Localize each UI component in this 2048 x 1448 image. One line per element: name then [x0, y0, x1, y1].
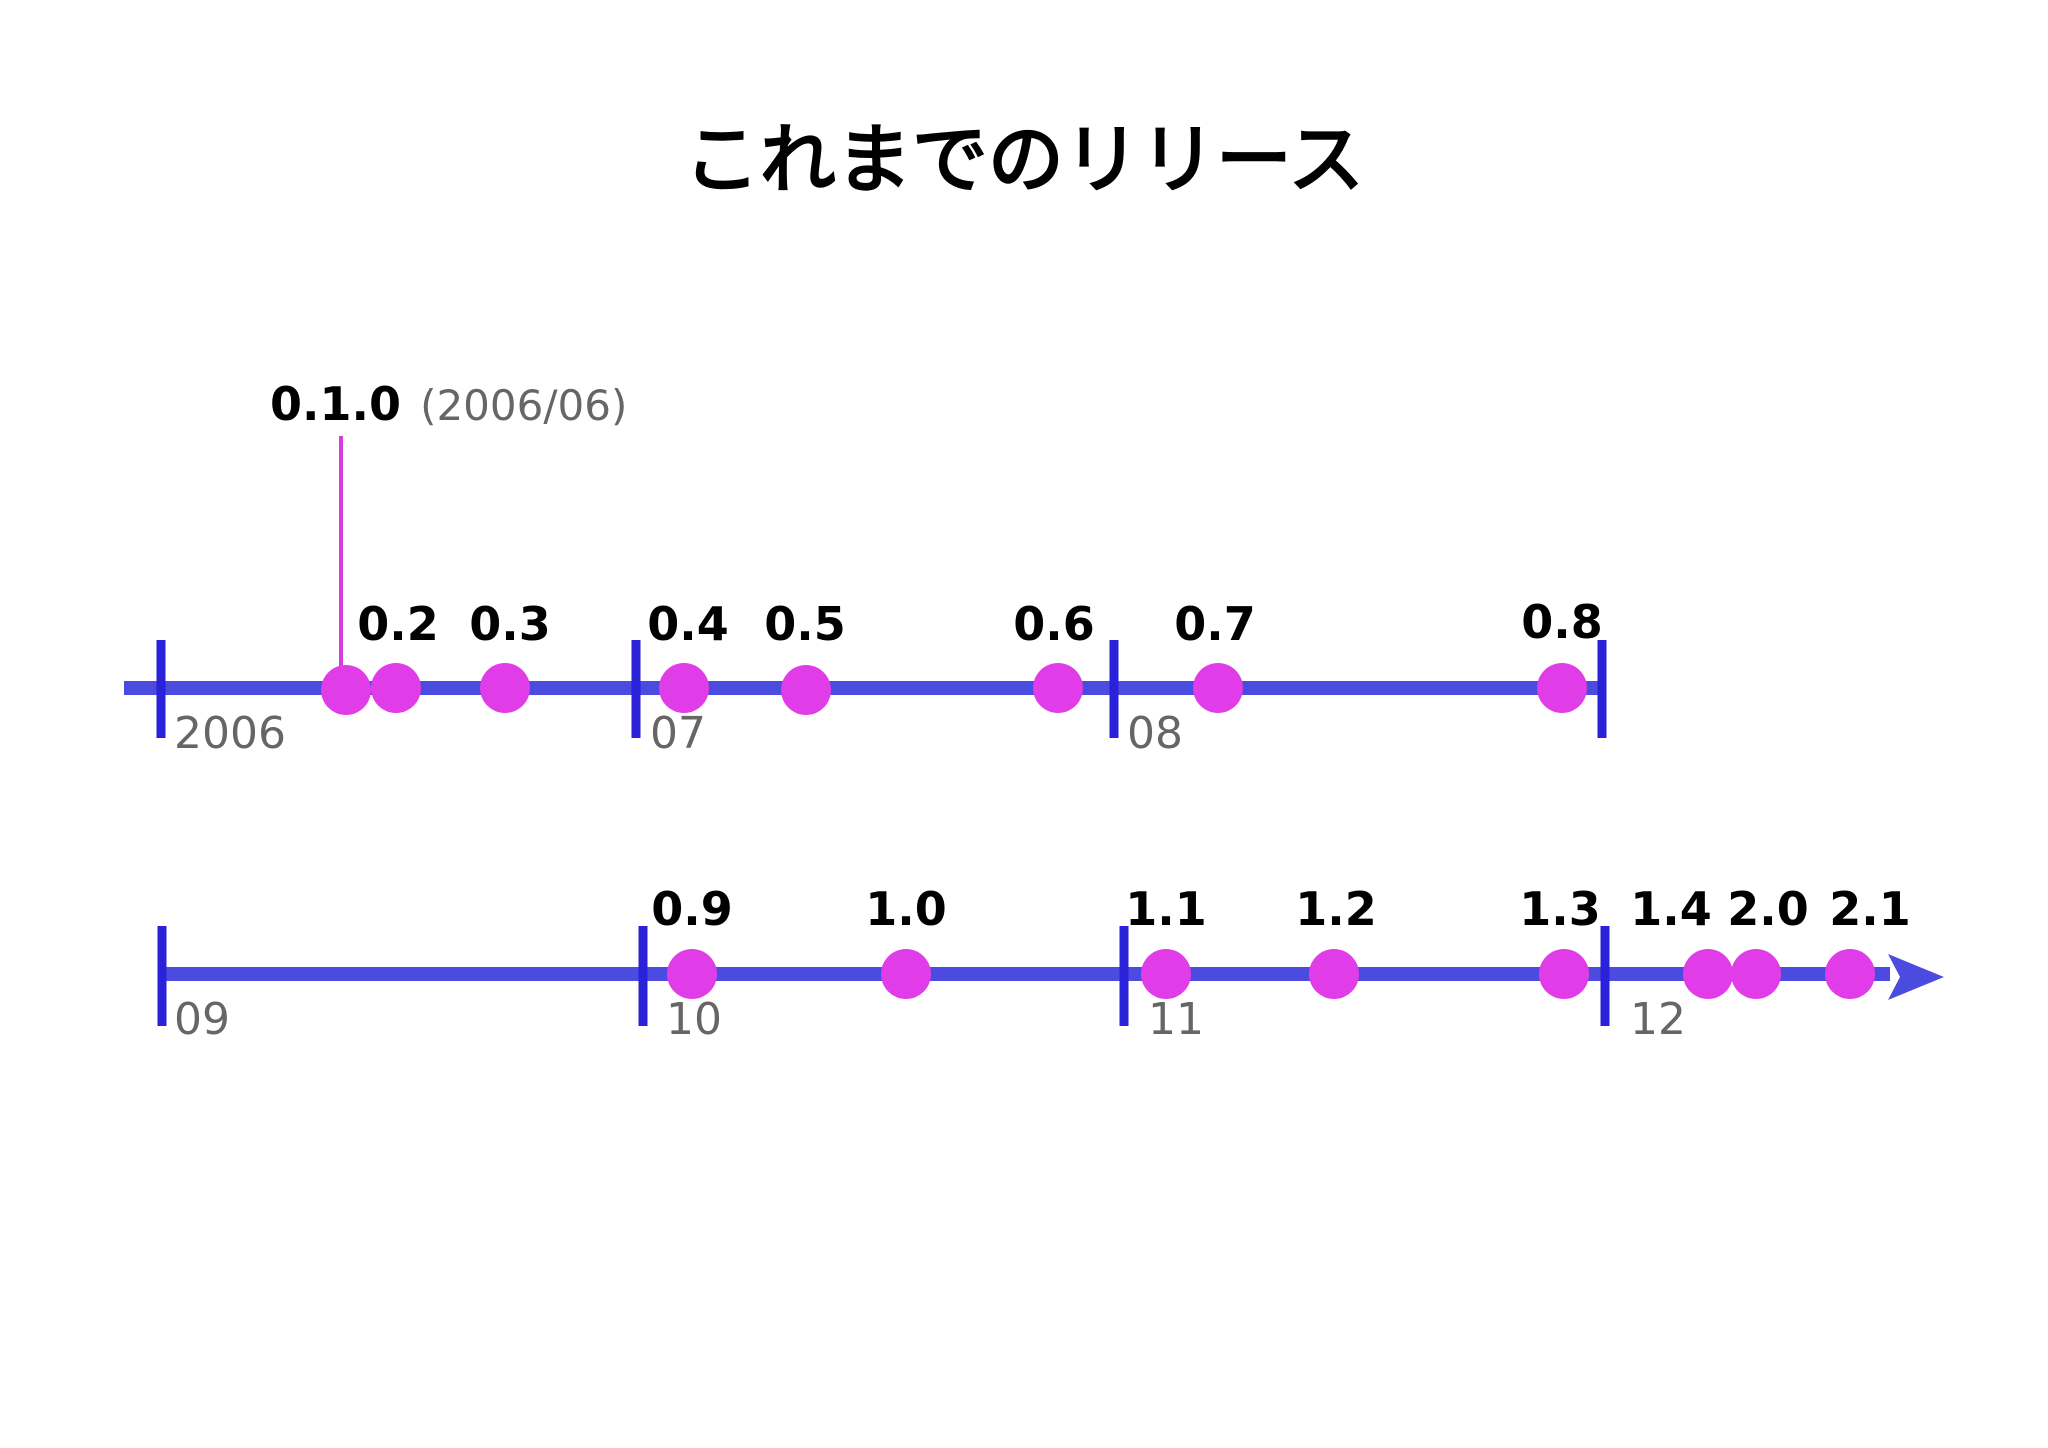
release-dot-0-1-0 — [321, 665, 371, 715]
release-label: 0.8 — [1521, 595, 1603, 649]
release-label: 0.7 — [1174, 597, 1256, 651]
release-label: 2.0 — [1727, 882, 1809, 936]
release-dot — [1309, 949, 1359, 999]
year-label: 10 — [666, 994, 722, 1045]
release-label: 0.3 — [469, 597, 551, 651]
release-label: 2.1 — [1829, 882, 1911, 936]
year-label: 12 — [1630, 994, 1686, 1045]
release-label: 1.3 — [1519, 882, 1601, 936]
release-dot — [881, 949, 931, 999]
timeline-row-2: 09 10 11 12 0.9 1.0 1.1 1.2 1.3 1.4 2.0 … — [157, 882, 1944, 1045]
first-release-version: 0.1.0 — [270, 377, 401, 431]
release-label: 1.2 — [1295, 882, 1377, 936]
release-dot — [1539, 949, 1589, 999]
release-label: 1.0 — [865, 882, 947, 936]
year-label: 08 — [1127, 708, 1183, 759]
page-title: これまでのリリース — [684, 115, 1364, 204]
timeline-row-1: 2006 07 08 0.1.0 (2006/06) 0.2 0.3 0.4 0… — [124, 377, 1607, 759]
timeline-arrow-head-icon — [1888, 954, 1944, 1000]
release-dot — [1731, 949, 1781, 999]
release-label: 1.4 — [1630, 882, 1712, 936]
year-label: 2006 — [174, 708, 286, 759]
release-dot — [1141, 949, 1191, 999]
year-label: 11 — [1148, 994, 1204, 1045]
release-label: 1.1 — [1125, 882, 1207, 936]
release-dot — [1033, 663, 1083, 713]
release-dot — [1537, 663, 1587, 713]
year-label: 09 — [174, 994, 230, 1045]
release-dot — [371, 663, 421, 713]
release-label: 0.9 — [651, 882, 733, 936]
release-dot — [1825, 949, 1875, 999]
release-label: 0.4 — [647, 597, 729, 651]
release-dot — [667, 949, 717, 999]
year-label: 07 — [650, 708, 706, 759]
release-label: 0.2 — [357, 597, 439, 651]
release-label: 0.6 — [1013, 597, 1095, 651]
first-release-date: (2006/06) — [420, 381, 627, 430]
release-dot — [1193, 663, 1243, 713]
release-label: 0.5 — [764, 597, 846, 651]
release-dot — [659, 663, 709, 713]
release-dot — [480, 663, 530, 713]
first-release-label: 0.1.0 (2006/06) — [270, 377, 627, 431]
release-dot — [781, 665, 831, 715]
release-dot — [1683, 949, 1733, 999]
